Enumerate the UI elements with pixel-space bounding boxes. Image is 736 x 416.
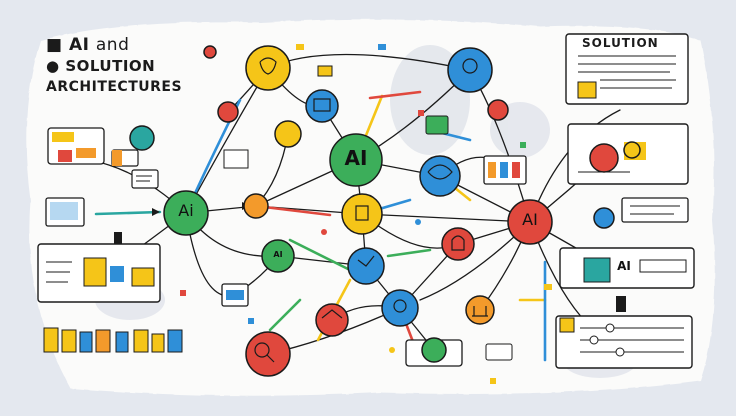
chart-icon [357,255,375,267]
node-label-tiny-center: AI [273,250,283,259]
left-panel-cards [37,127,161,303]
database-icon [451,235,465,251]
node-label-left: Ai [178,201,194,220]
title-and: and [95,35,130,55]
accent-specks [180,44,552,384]
document-icon [355,205,369,221]
title-solution: SOLUTION [65,57,156,75]
lightbulb-icon [259,57,277,75]
node-circles [129,45,641,377]
cloud-icon [427,164,453,180]
gear-icon [393,299,407,313]
diagram-title: ■ AI and ● SOLUTION ARCHITECTURES [46,34,182,98]
node-label-right: AI [522,210,538,229]
node-label-center: AI [344,146,368,170]
node-icons [254,57,488,363]
title-architectures: ARCHITECTURES [46,79,183,95]
title-bullet: ● [46,57,60,75]
person-icon [462,58,478,74]
color-tile-row [43,327,183,353]
plug-icon [472,306,488,317]
node-label-small-right: AI [617,259,631,273]
title-icon-square: ■ [46,35,63,55]
chat-bubble-icon [321,309,343,319]
solution-label: SOLUTION [582,36,659,50]
magnifier-icon [254,342,270,358]
title-ai: AI [68,35,90,55]
robot-icon [313,98,331,112]
